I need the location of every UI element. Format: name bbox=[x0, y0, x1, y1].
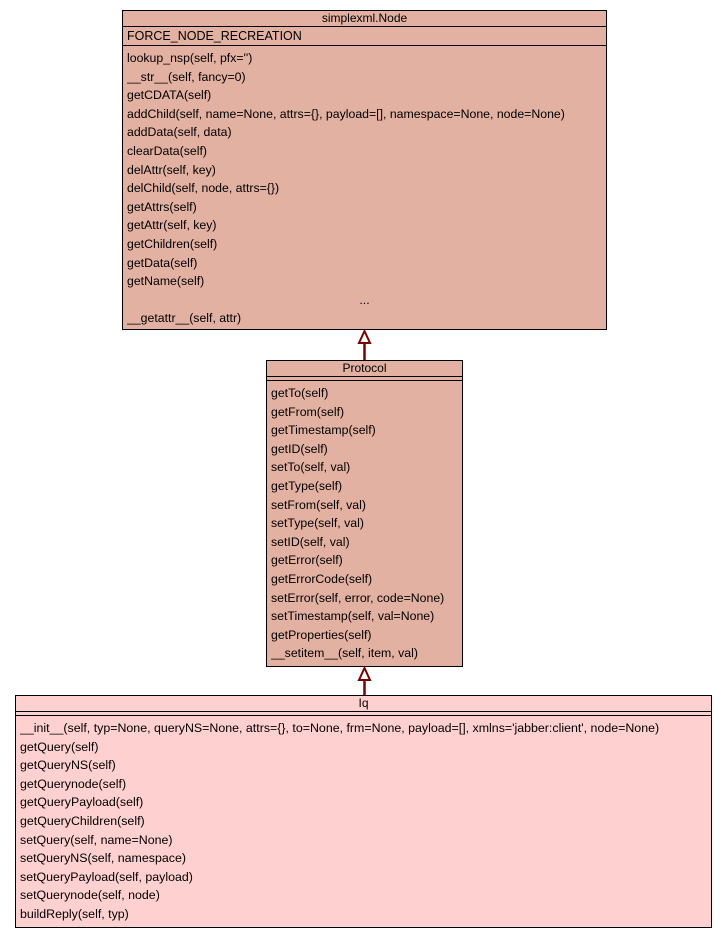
method-setqueryns: setQueryNS(self, namespace) bbox=[20, 851, 186, 866]
method-getname: getName(self) bbox=[127, 274, 205, 289]
method-getquerynode: getQuerynode(self) bbox=[20, 776, 127, 791]
class-methods-protocol: getTo(self) getFrom(self) getTimestamp(s… bbox=[267, 381, 462, 663]
class-methods-simplexml-node: lookup_nsp(self, pfx='') __str__(self, f… bbox=[123, 46, 606, 328]
method-cleardata: clearData(self) bbox=[127, 143, 207, 158]
method-getattrs: getAttrs(self) bbox=[127, 199, 197, 214]
generalization-arrowhead-icon bbox=[357, 665, 372, 681]
method-geterror: getError(self) bbox=[271, 553, 343, 568]
method-getquerychildren: getQueryChildren(self) bbox=[20, 813, 145, 828]
method-buildreply: buildReply(self, typ) bbox=[20, 906, 129, 921]
method-setid: setID(self, val) bbox=[271, 534, 350, 549]
class-box-iq[interactable]: Iq __init__(self, typ=None, queryNS=None… bbox=[15, 695, 712, 928]
method-setquerypayload: setQueryPayload(self, payload) bbox=[20, 869, 193, 884]
method-setto: setTo(self, val) bbox=[271, 460, 351, 475]
method-setitem: __setitem__(self, item, val) bbox=[271, 646, 418, 661]
class-box-protocol[interactable]: Protocol getTo(self) getFrom(self) getTi… bbox=[266, 360, 463, 667]
method-settimestamp: setTimestamp(self, val=None) bbox=[271, 609, 435, 624]
method-getto: getTo(self) bbox=[271, 386, 329, 400]
class-title-iq: Iq bbox=[16, 696, 711, 712]
class-box-simplexml-node[interactable]: simplexml.Node FORCE_NODE_RECREATION loo… bbox=[122, 10, 607, 330]
method-setquerynode: setQuerynode(self, node) bbox=[20, 888, 160, 903]
method-getdata: getData(self) bbox=[127, 255, 198, 270]
class-title-protocol: Protocol bbox=[267, 361, 462, 377]
method-getid: getID(self) bbox=[271, 441, 328, 456]
method-delattr: delAttr(self, key) bbox=[127, 162, 216, 177]
method-init: __init__(self, typ=None, queryNS=None, a… bbox=[20, 721, 660, 735]
class-methods-iq: __init__(self, typ=None, queryNS=None, a… bbox=[16, 716, 711, 924]
method-settype: setType(self, val) bbox=[271, 516, 364, 531]
generalization-arrowhead-icon bbox=[357, 328, 372, 344]
method-getqueryns: getQueryNS(self) bbox=[20, 758, 116, 773]
class-attributes-iq bbox=[16, 712, 711, 716]
method-getquery: getQuery(self) bbox=[20, 739, 99, 754]
method-adddata: addData(self, data) bbox=[127, 125, 232, 140]
method-setquery: setQuery(self, name=None) bbox=[20, 832, 173, 847]
method-delchild: delChild(self, node, attrs={}) bbox=[127, 181, 280, 196]
method-getattr: getAttr(self, key) bbox=[127, 218, 217, 233]
method-addchild: addChild(self, name=None, attrs={}, payl… bbox=[127, 106, 565, 121]
method-gettimestamp: getTimestamp(self) bbox=[271, 423, 376, 438]
method-getquerypayload: getQueryPayload(self) bbox=[20, 795, 144, 810]
method-geterrorcode: getErrorCode(self) bbox=[271, 571, 373, 586]
method-getfrom: getFrom(self) bbox=[271, 404, 345, 419]
method-seterror: setError(self, error, code=None) bbox=[271, 590, 445, 605]
class-title-simplexml-node: simplexml.Node bbox=[123, 11, 606, 27]
attribute-force-node-recreation: FORCE_NODE_RECREATION bbox=[127, 29, 302, 43]
class-attributes-protocol bbox=[267, 377, 462, 381]
method-lookup-nsp: lookup_nsp(self, pfx='') bbox=[127, 51, 253, 65]
method-setfrom: setFrom(self, val) bbox=[271, 497, 366, 512]
method-getattr-dunder: __getattr__(self, attr) bbox=[127, 311, 242, 326]
generalization-iq-to-protocol bbox=[357, 665, 372, 695]
generalization-protocol-to-node bbox=[357, 328, 372, 360]
method-getcdata: getCDATA(self) bbox=[127, 88, 212, 103]
method-str: __str__(self, fancy=0) bbox=[127, 69, 246, 84]
method-getchildren: getChildren(self) bbox=[127, 236, 218, 251]
class-attributes-simplexml-node: FORCE_NODE_RECREATION bbox=[123, 27, 606, 46]
method-getproperties: getProperties(self) bbox=[271, 627, 372, 642]
method-ellipsis: ... bbox=[359, 292, 370, 307]
method-gettype: getType(self) bbox=[271, 478, 343, 493]
